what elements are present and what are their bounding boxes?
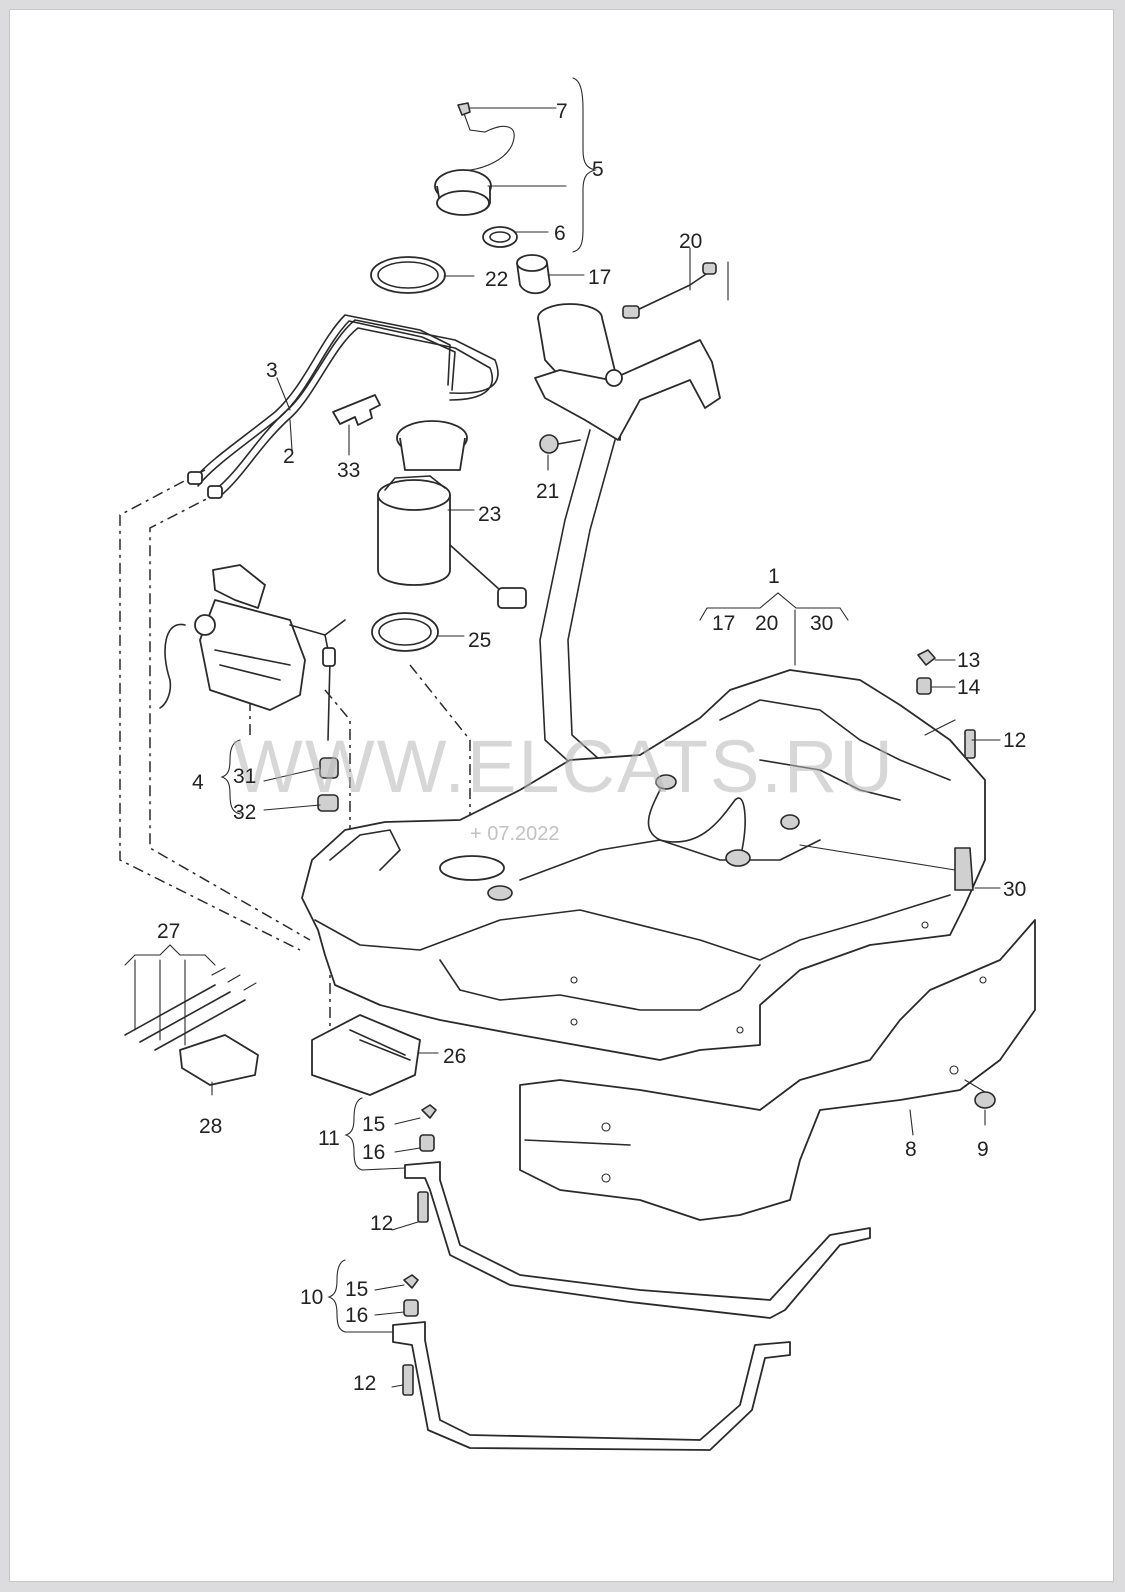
mounting-strap-10 (392, 1274, 791, 1451)
fuel-lines (187, 314, 499, 499)
label-32: 32 (233, 801, 256, 824)
lock-ring-22 (370, 256, 446, 294)
label-5: 5 (592, 158, 604, 181)
label-3: 3 (266, 359, 278, 382)
label-17: 17 (588, 266, 611, 289)
line-clip-33 (332, 394, 381, 426)
label-20: 20 (679, 230, 702, 253)
label-12-right: 12 (1003, 729, 1026, 752)
watermark-text: WWW.ELCATS.RU (233, 725, 895, 808)
wiring-27-28 (124, 967, 259, 1086)
label-7: 7 (556, 100, 568, 123)
label-30-group: 30 (810, 612, 833, 635)
sensor-20 (622, 261, 729, 319)
label-9: 9 (977, 1138, 989, 1161)
label-15-strap-10: 15 (345, 1278, 368, 1301)
label-14: 14 (957, 676, 981, 699)
label-15-strap-11: 15 (362, 1113, 385, 1136)
label-16-strap-10: 16 (345, 1304, 368, 1327)
bolt-21 (539, 434, 581, 454)
callout-labels: 1 17 20 30 2 3 4 5 6 7 8 9 10 11 12 12 1… (157, 100, 1026, 1395)
watermark-stamp: + 07.2022 (470, 823, 560, 845)
label-8: 8 (905, 1138, 917, 1161)
label-4: 4 (192, 771, 204, 794)
heat-shield-8 (519, 919, 1036, 1221)
label-30: 30 (1003, 878, 1026, 901)
filler-neck (534, 303, 721, 771)
label-16-strap-11: 16 (362, 1141, 385, 1164)
label-22: 22 (485, 268, 508, 291)
label-1: 1 (768, 565, 780, 588)
parts-12-13-14-right (916, 649, 976, 891)
leader-lines (211, 107, 1001, 1388)
label-12-strap-10: 12 (353, 1372, 376, 1395)
label-20-group: 20 (755, 612, 778, 635)
label-13: 13 (957, 649, 980, 672)
label-10: 10 (300, 1286, 323, 1309)
braces (124, 77, 849, 1333)
label-28: 28 (199, 1115, 222, 1138)
label-12-strap-11: 12 (370, 1212, 393, 1235)
label-11: 11 (318, 1127, 340, 1150)
label-31: 31 (233, 765, 256, 788)
control-unit-26 (311, 1014, 421, 1096)
label-27: 27 (157, 920, 180, 943)
label-2: 2 (283, 445, 295, 468)
label-25: 25 (468, 629, 491, 652)
seal-ring-25 (371, 612, 439, 652)
label-17-group: 17 (712, 612, 735, 635)
fuel-pump-23 (377, 420, 527, 609)
dashed-guide-lines (119, 469, 471, 1030)
mounting-strap-11 (404, 1104, 871, 1319)
fuel-tank-1 (301, 669, 986, 1061)
charcoal-filter-4 (159, 564, 346, 741)
label-21: 21 (536, 480, 559, 503)
label-6: 6 (554, 222, 566, 245)
label-26: 26 (443, 1045, 466, 1068)
label-23: 23 (478, 503, 501, 526)
filler-cap-group (434, 102, 551, 295)
label-33: 33 (337, 459, 360, 482)
clip-9 (974, 1091, 996, 1126)
